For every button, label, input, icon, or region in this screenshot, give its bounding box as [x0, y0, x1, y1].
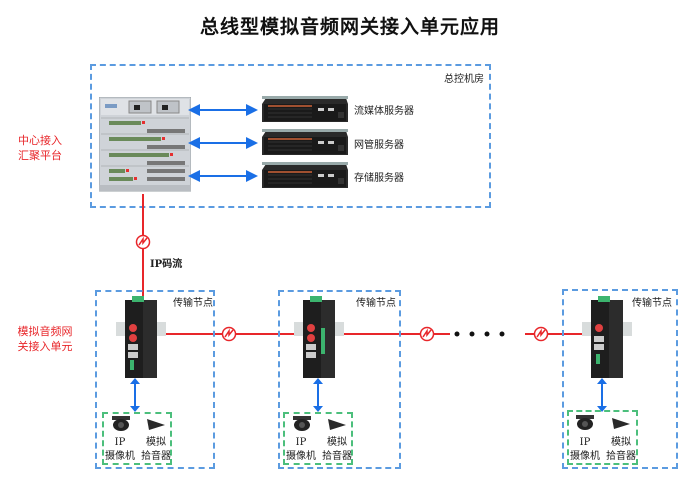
- ip-camera-icon: [292, 416, 312, 432]
- microphone-icon: [145, 417, 167, 431]
- core-chassis-icon: [99, 97, 191, 195]
- gateway-unit-label: 模拟音频网 关接入单元: [17, 325, 73, 353]
- transport-node-label: 传输节点: [356, 298, 396, 309]
- bus-fiber-symbol-icon: [419, 326, 435, 342]
- control-room-box: [90, 64, 491, 208]
- node-device-arrow: [597, 378, 607, 412]
- ip-camera-icon: [111, 416, 131, 432]
- transport-node-label: 传输节点: [632, 298, 672, 309]
- server-label-storage: 存储服务器: [354, 173, 404, 184]
- ip-camera-label: IP 摄像机: [570, 437, 600, 462]
- ip-camera-icon: [575, 415, 595, 431]
- continuation-dots: [450, 330, 510, 338]
- diagram-title: 总线型模拟音频网关接入单元应用: [199, 16, 500, 38]
- node-device-arrow: [313, 378, 323, 412]
- control-room-label: 总控机房: [444, 74, 484, 85]
- ip-camera-label: IP 摄像机: [105, 437, 135, 462]
- server-storage: [262, 162, 348, 190]
- microphone-icon: [610, 416, 632, 430]
- server-streaming: [262, 96, 348, 124]
- uplink-label: IP码流: [150, 259, 183, 270]
- bus-fiber-symbol-icon: [533, 326, 549, 342]
- transport-node-label: 传输节点: [173, 298, 213, 309]
- endpoint-group-box: [283, 412, 353, 465]
- microphone-icon: [326, 417, 348, 431]
- center-platform-label: 中心接入 汇聚平台: [18, 134, 62, 162]
- uplink-fiber-symbol-icon: [135, 234, 151, 250]
- microphone-label: 模拟 拾音器: [606, 437, 636, 462]
- server-link-arrows: [186, 100, 261, 190]
- endpoint-group-box: [567, 410, 638, 465]
- transport-node-box: [278, 290, 401, 469]
- microphone-label: 模拟 拾音器: [322, 437, 352, 462]
- bus-line-2: [335, 333, 450, 335]
- node-device-arrow: [130, 378, 140, 412]
- endpoint-group-box: [102, 412, 172, 465]
- bus-fiber-symbol-icon: [221, 326, 237, 342]
- transport-node-box: [95, 290, 215, 469]
- server-label-streaming: 流媒体服务器: [354, 106, 414, 117]
- gateway-device-icon: [116, 296, 166, 380]
- server-label-nms: 网管服务器: [354, 140, 404, 151]
- gateway-device-icon: [294, 296, 344, 380]
- bus-line-3: [525, 333, 595, 335]
- server-nms: [262, 129, 348, 157]
- gateway-device-icon: [582, 296, 632, 380]
- ip-camera-label: IP 摄像机: [286, 437, 316, 462]
- transport-node-box: [562, 289, 678, 469]
- microphone-label: 模拟 拾音器: [141, 437, 171, 462]
